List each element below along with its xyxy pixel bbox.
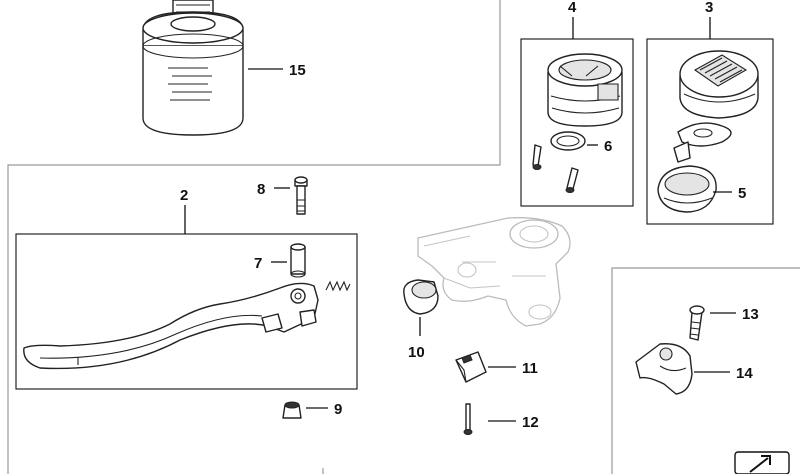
callout-7: 7: [254, 255, 262, 272]
callout-2-box: [15, 233, 358, 390]
adjuster-spring-part: [325, 280, 351, 292]
cap-plate-part: [673, 122, 732, 163]
callout-12: 12: [522, 414, 539, 431]
callout-8: 8: [257, 181, 265, 198]
callout-14: 14: [736, 365, 753, 382]
handlebar-clamp-part: [635, 343, 693, 395]
brake-light-switch-part: [455, 351, 487, 383]
reservoir-screw-left: [532, 144, 542, 170]
dust-boot-part: [403, 279, 439, 315]
callout-13: 13: [742, 306, 759, 323]
section-frame: [7, 0, 501, 474]
callout-10: 10: [408, 344, 425, 361]
bushing-part: [290, 243, 306, 278]
callout-6: 6: [604, 138, 612, 155]
callout-2: 2: [180, 187, 188, 204]
cap-nut-part: [282, 401, 302, 419]
callout-5: 5: [738, 185, 746, 202]
master-cylinder-housing: [417, 217, 571, 327]
cap-diaphragm-part: [657, 165, 717, 213]
next-page-arrow-icon[interactable]: [734, 451, 790, 474]
reservoir-seal-ring-part: [550, 131, 586, 151]
callout-9: 9: [334, 401, 342, 418]
callout-4-box: [520, 38, 634, 207]
pivot-pin-part: [294, 176, 308, 215]
callout-4: 4: [568, 0, 577, 16]
fluid-container-part: [142, 0, 244, 136]
callout-15: 15: [289, 62, 306, 79]
callout-11: 11: [522, 360, 538, 377]
reservoir-screw-right: [565, 167, 579, 193]
reservoir-part: [547, 53, 623, 127]
switch-screw-part: [463, 403, 473, 435]
clamp-bolt-part: [689, 305, 705, 341]
reservoir-cap-part: [679, 50, 759, 119]
section-frame-right: [611, 267, 800, 474]
callout-3: 3: [705, 0, 713, 16]
brake-lever-part: [23, 282, 319, 370]
